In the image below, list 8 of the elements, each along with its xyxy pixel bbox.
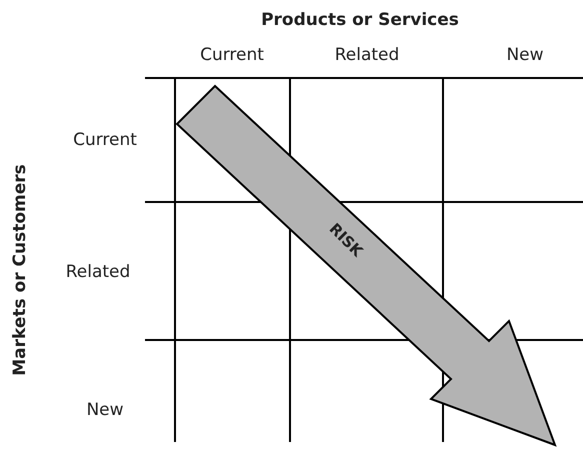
axis-category-label: Related [334, 45, 400, 65]
axis-title: Markets or Customers [10, 164, 30, 376]
axis-category-label: New [86, 400, 124, 420]
axis-title: Products or Services [261, 10, 459, 30]
axis-category-label: Current [73, 130, 137, 150]
axis-category-label: Related [66, 262, 130, 282]
axis-category-label: New [506, 45, 544, 65]
axis-category-label: Current [200, 45, 264, 65]
